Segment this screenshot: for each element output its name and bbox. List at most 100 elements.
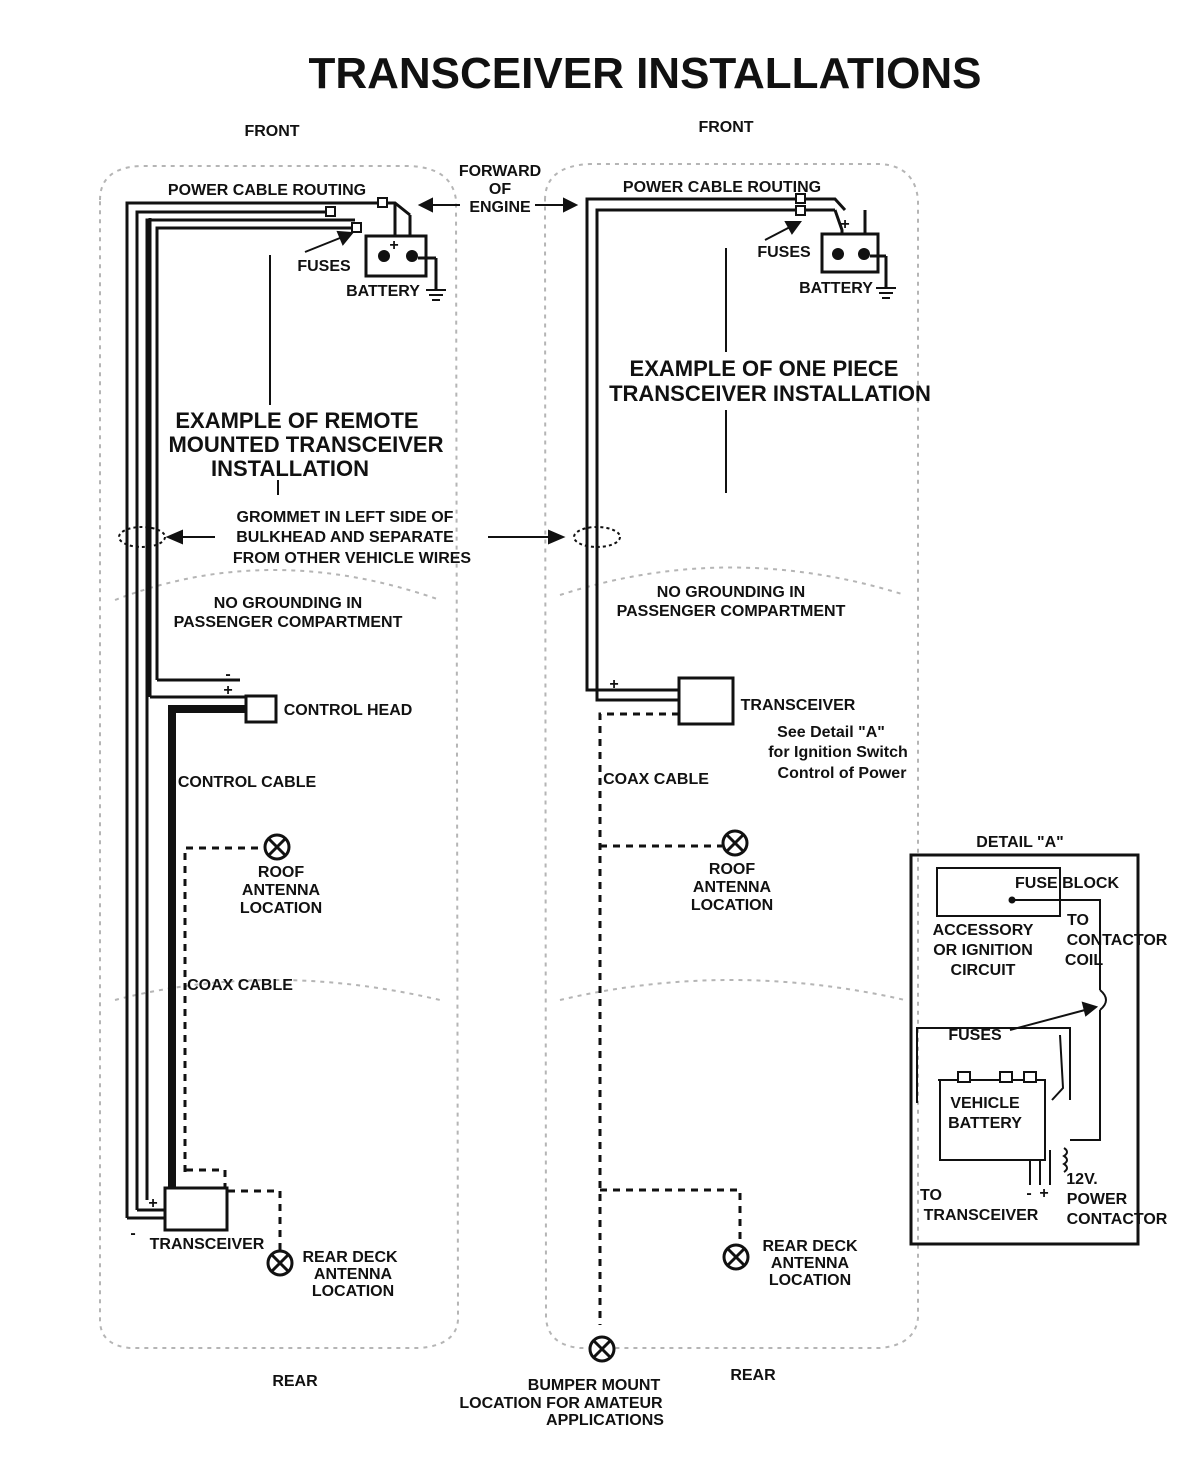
right-fuse-holders [795,193,806,216]
left-rear-deck-antenna-label: REAR DECK ANTENNA LOCATION [302,1249,398,1300]
svg-text:VEHICLE: VEHICLE [950,1095,1020,1112]
right-rear-deck-antenna-symbol [722,1243,750,1271]
left-heading: EXAMPLE OF REMOTE MOUNTED TRANSCEIVER IN… [168,408,443,481]
svg-text:EXAMPLE OF ONE PIECE: EXAMPLE OF ONE PIECE [630,356,899,381]
svg-text:EXAMPLE OF REMOTE: EXAMPLE OF REMOTE [175,408,418,433]
right-front-label: FRONT [698,119,753,136]
svg-text:ANTENNA: ANTENNA [314,1266,393,1283]
right-coax-cables [598,712,742,1325]
left-front-label: FRONT [244,123,299,140]
control-head [244,694,278,724]
left-roof-antenna-label: ROOF ANTENNA LOCATION [240,864,322,917]
svg-text:Control of Power: Control of Power [778,765,907,782]
svg-text:TRANSCEIVER: TRANSCEIVER [924,1207,1039,1224]
svg-text:NO GROUNDING IN: NO GROUNDING IN [657,584,805,601]
left-battery-plus: + [389,237,398,254]
detail-fuses-label: FUSES [948,1027,1002,1044]
right-no-grounding-label: NO GROUNDING IN PASSENGER COMPARTMENT [617,584,846,620]
right-power-cable-routing-label: POWER CABLE ROUTING [623,179,821,196]
right-vehicle-outline [543,163,919,1349]
left-roof-antenna-symbol [263,833,291,861]
svg-text:LOCATION: LOCATION [312,1283,394,1300]
svg-text:ACCESSORY: ACCESSORY [933,922,1034,939]
to-transceiver-label: TO TRANSCEIVER [920,1187,1039,1224]
fuses-pointer [1009,1001,1099,1031]
right-transceiver [677,676,735,726]
svg-text:See Detail "A": See Detail "A" [777,724,885,741]
left-coax-cable-rear [228,1189,282,1250]
svg-text:LOCATION: LOCATION [769,1272,851,1289]
left-grommet-marker [118,526,166,548]
svg-text:OF: OF [489,181,511,198]
see-detail-note: See Detail "A" for Ignition Switch Contr… [768,724,908,782]
right-roof-antenna-label: ROOF ANTENNA LOCATION [691,861,773,914]
svg-text:POWER: POWER [1067,1191,1128,1208]
grommet-label: GROMMET IN LEFT SIDE OF BULKHEAD AND SEP… [233,509,472,567]
left-coax-cable-label: COAX CABLE [187,977,293,994]
battery-terminals [957,1071,1037,1083]
left-fuses-label: FUSES [297,258,351,275]
right-battery [820,232,896,299]
svg-text:FROM OTHER VEHICLE WIRES: FROM OTHER VEHICLE WIRES [233,550,472,567]
right-roof-antenna-symbol [721,829,749,857]
fuse-block-tap [1008,896,1016,904]
svg-text:APPLICATIONS: APPLICATIONS [546,1412,664,1429]
left-transceiver [163,1186,229,1232]
svg-text:TO: TO [920,1187,942,1204]
svg-text:LOCATION: LOCATION [240,900,322,917]
svg-text:for Ignition Switch: for Ignition Switch [768,744,908,761]
right-battery-label: BATTERY [799,280,873,297]
accessory-circuit-label: ACCESSORY OR IGNITION CIRCUIT [933,922,1034,979]
left-control-plus: + [223,682,232,699]
bumper-mount-antenna-symbol [588,1335,616,1363]
detail-minus: - [1026,1185,1031,1202]
right-fuses-label: FUSES [757,244,811,261]
right-heading: EXAMPLE OF ONE PIECE TRANSCEIVER INSTALL… [609,356,931,406]
page-title: TRANSCEIVER INSTALLATIONS [308,49,981,98]
svg-text:BUMPER MOUNT: BUMPER MOUNT [528,1377,661,1394]
right-battery-plus: + [840,216,849,233]
right-transceiver-plus: + [609,676,618,693]
contactor-coil-symbol [1062,1147,1068,1173]
svg-text:ANTENNA: ANTENNA [242,882,321,899]
svg-text:CONTACTOR: CONTACTOR [1067,1211,1168,1228]
svg-text:PASSENGER COMPARTMENT: PASSENGER COMPARTMENT [617,603,846,620]
left-rear-label: REAR [272,1373,318,1390]
left-fuse-holders [325,197,388,233]
fuse-block-label: FUSE BLOCK [1015,875,1119,892]
left-fuses-arrow [304,230,354,253]
right-coax-cable-label: COAX CABLE [603,771,709,788]
grommet-arrows [165,529,566,545]
left-vehicle-outline [99,165,460,1349]
left-transceiver-plus: + [148,1195,157,1212]
left-battery [364,234,446,301]
left-transceiver-label: TRANSCEIVER [150,1236,265,1253]
svg-text:NO GROUNDING IN: NO GROUNDING IN [214,595,362,612]
left-control-minus: - [225,666,230,683]
vehicle-battery-label: VEHICLE BATTERY [948,1095,1022,1132]
svg-text:OR IGNITION: OR IGNITION [933,942,1033,959]
left-coax-cable-roof [183,846,262,1172]
right-rear-deck-antenna-label: REAR DECK ANTENNA LOCATION [762,1238,858,1289]
svg-text:FORWARD: FORWARD [459,163,541,180]
svg-text:CONTACTOR: CONTACTOR [1067,932,1168,949]
svg-text:ROOF: ROOF [709,861,755,878]
contactor-coil-fuse [1099,989,1107,1011]
left-power-cable-routing-label: POWER CABLE ROUTING [168,182,366,199]
svg-text:COIL: COIL [1065,952,1103,969]
detail-a-title: DETAIL "A" [976,834,1063,851]
svg-text:12V.: 12V. [1066,1171,1097,1188]
bumper-mount-label: BUMPER MOUNT LOCATION FOR AMATEUR APPLIC… [459,1377,664,1429]
forward-of-engine-label: FORWARD OF ENGINE [459,163,541,216]
svg-text:ANTENNA: ANTENNA [693,879,772,896]
svg-text:LOCATION: LOCATION [691,897,773,914]
control-cable-label: CONTROL CABLE [178,774,317,791]
control-cable [168,705,246,1188]
svg-text:GROMMET IN LEFT SIDE OF: GROMMET IN LEFT SIDE OF [237,509,454,526]
left-rear-deck-antenna-symbol [266,1249,294,1277]
svg-text:REAR DECK: REAR DECK [762,1238,858,1255]
detail-a-box [909,853,1140,1246]
svg-text:ROOF: ROOF [258,864,304,881]
left-battery-label: BATTERY [346,283,420,300]
svg-text:CIRCUIT: CIRCUIT [951,962,1016,979]
